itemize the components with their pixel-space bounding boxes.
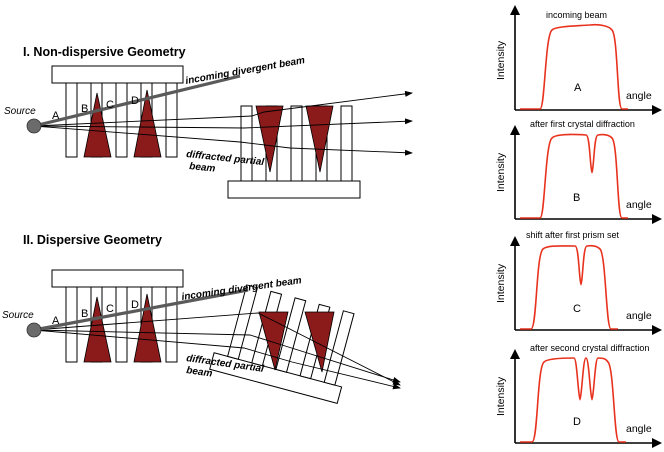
prism	[133, 89, 162, 158]
top-plate	[51, 65, 184, 84]
incoming-label: incoming divergent beam	[185, 55, 306, 87]
y-axis-arrow	[510, 236, 520, 246]
incoming-beam	[33, 288, 249, 332]
x-axis-arrow	[652, 105, 662, 115]
intensity-curve	[520, 133, 628, 219]
diffracted-label-2: beam	[186, 365, 214, 380]
ray	[33, 329, 401, 390]
prism	[305, 105, 334, 173]
ray	[33, 90, 413, 127]
ray	[33, 125, 413, 156]
x-axis-arrow	[652, 214, 662, 224]
x-axis-label: angle	[626, 310, 652, 322]
x-axis-label: angle	[626, 199, 652, 211]
ray	[33, 329, 401, 383]
diffracted-label-2: beam	[189, 161, 216, 175]
source-dot	[26, 322, 42, 338]
label-B: B	[81, 308, 88, 320]
prism	[258, 311, 289, 371]
x-axis-label: angle	[626, 90, 652, 102]
intensity-curve	[520, 23, 628, 110]
plot-caption: after first crystal diffraction	[530, 119, 635, 129]
prism	[83, 296, 112, 363]
plot-A: incoming beam A angle Intensity	[495, 5, 662, 115]
y-axis-label: Intensity	[495, 152, 507, 192]
plot-D: after second crystal diffraction D angle…	[495, 343, 662, 448]
crystal-slab	[65, 82, 78, 158]
prism	[255, 105, 284, 173]
crystal-slab	[227, 284, 259, 360]
plot-caption: incoming beam	[546, 10, 607, 20]
intensity-curve	[520, 357, 626, 443]
y-axis-label: Intensity	[495, 40, 507, 80]
x-axis-arrow	[652, 438, 662, 448]
prism	[304, 311, 335, 373]
source-label: Source	[4, 106, 36, 117]
crystal-slab	[275, 297, 307, 373]
section-dispersive: II. Dispersive Geometry Source A B C D	[2, 233, 401, 404]
label-A: A	[52, 110, 60, 122]
crystal-slab	[165, 286, 178, 363]
intensity-curve	[520, 244, 618, 330]
plot-letter: C	[573, 303, 581, 315]
section1-title: I. Non-dispersive Geometry	[23, 45, 186, 59]
y-axis-arrow	[510, 5, 520, 15]
ray	[33, 312, 401, 386]
plot-letter: D	[573, 416, 581, 428]
crystal-slab	[115, 82, 128, 158]
crystal-slab	[323, 310, 355, 386]
label-C: C	[106, 303, 114, 315]
label-C: C	[106, 99, 114, 111]
x-axis-arrow	[652, 325, 662, 335]
incoming-beam	[33, 74, 241, 128]
plot-caption: after second crystal diffraction	[530, 343, 649, 353]
label-A: A	[52, 315, 60, 327]
plot-C: shift after first prism set C angle Inte…	[495, 230, 662, 335]
prism	[133, 293, 162, 363]
section-non-dispersive: I. Non-dispersive Geometry Source A B C	[4, 45, 413, 199]
crystal-slab	[340, 105, 353, 182]
label-D: D	[131, 299, 139, 311]
y-axis-arrow	[510, 349, 520, 359]
tilted-crystal	[209, 284, 355, 404]
y-axis-label: Intensity	[495, 376, 507, 416]
label-B: B	[81, 103, 88, 115]
source-label: Source	[2, 310, 34, 321]
plot-B: after first crystal diffraction B angle …	[495, 119, 662, 224]
crystal-slab	[115, 286, 128, 363]
plot-letter: B	[573, 192, 580, 204]
label-D: D	[131, 95, 139, 107]
ray	[33, 118, 413, 129]
plot-letter: A	[574, 82, 582, 94]
crystal-slab	[290, 105, 303, 182]
source-dot	[26, 118, 42, 134]
y-axis-label: Intensity	[495, 263, 507, 303]
y-axis-arrow	[510, 125, 520, 135]
section2-title: II. Dispersive Geometry	[23, 233, 162, 247]
bottom-plate	[227, 180, 361, 199]
plot-caption: shift after first prism set	[526, 230, 620, 240]
top-plate	[51, 269, 184, 288]
incoming-label: incoming divergent beam	[181, 275, 303, 303]
x-axis-label: angle	[626, 423, 652, 435]
prism	[83, 92, 112, 158]
